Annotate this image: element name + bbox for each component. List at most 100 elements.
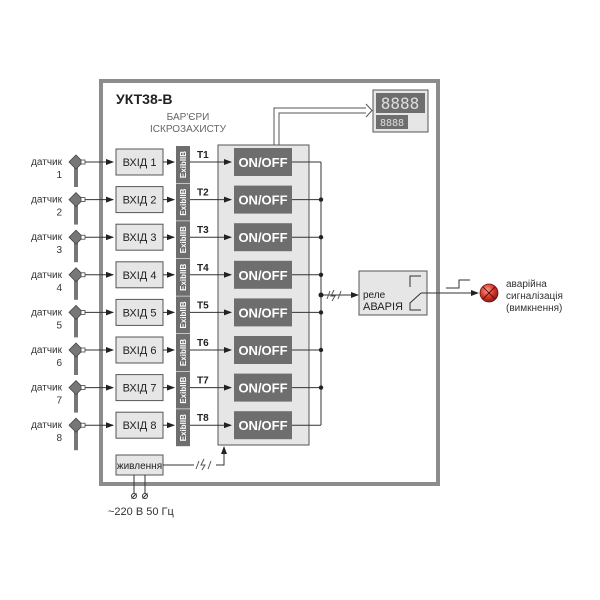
input-label: ВХІД 1 [123,157,157,169]
t-label: T8 [197,413,209,424]
sensor-number: 2 [56,208,62,219]
input-label: ВХІД 5 [123,307,157,319]
onoff-label: ON/OFF [238,305,287,320]
sensor-label: датчик [31,383,63,394]
input-label: ВХІД 6 [123,345,157,357]
display-link-inner [278,112,366,147]
sensor-icon [68,229,86,263]
sensor-label: датчик [31,420,63,431]
display-panel: 8888 8888 [372,89,429,133]
barrier-label: ExibIIB [179,301,188,328]
sensor-icon [68,304,86,338]
onoff-module [234,336,292,364]
power-terminal-1 [131,493,137,499]
barrier-block [176,371,190,409]
alarm-label-3: (вимкнення) [506,303,562,314]
barrier-label: ExibIIB [179,264,188,291]
barrier-label: ExibIIB [179,376,188,403]
barrier-block [176,409,190,447]
isolation-symbol-relay [326,289,342,302]
sensor-label: датчик [31,195,63,206]
onoff-module [234,411,292,440]
relay-contact-icon [409,275,422,311]
isolation-symbol-power [194,458,216,471]
onoff-label: ON/OFF [238,230,287,245]
channel-row-7: датчик 7 ВХІД 7 ExibIIB T7 ON/OFF [31,371,324,413]
sensor-label: датчик [31,232,63,243]
t-label: T5 [197,300,209,311]
bus-junction [318,292,324,298]
sensor-number: 4 [56,283,62,294]
barrier-label: ExibIIB [179,339,188,366]
sensor-number: 3 [56,245,62,256]
onoff-module [234,223,292,252]
onoff-module [234,260,292,289]
barrier-block [176,334,190,371]
power-label: живлення [117,461,162,472]
relay-label-2: АВАРІЯ [363,301,403,313]
barrier-label: ExibIIB [179,188,188,215]
onoff-label: ON/OFF [238,155,287,170]
channel-row-3: датчик 3 ВХІД 3 ExibIIB T3 ON/OFF [31,221,324,263]
barrier-block [176,258,190,296]
onoff-module [234,298,292,327]
sensor-label: датчик [31,270,63,281]
bus-junction [318,385,324,390]
alarm-label-2: сигналізація [506,291,563,302]
input-label: ВХІД 3 [123,232,157,244]
input-label: ВХІД 4 [123,270,157,282]
onoff-module [234,373,292,402]
sensor-icon [68,417,86,451]
bus-junction [318,347,324,353]
power-supply-label: ~220 В 50 Гц [108,506,174,518]
display-bottom-digits: 8888 [380,118,404,129]
barrier-label: ExibIIB [179,414,188,441]
onoff-label: ON/OFF [238,381,287,396]
bus-junction [318,197,324,202]
display-link-outer [273,107,370,147]
barrier-caption-2: ІСКРОЗАХИСТУ [150,124,227,135]
barrier-label: ExibIIB [179,226,188,253]
sensor-icon [68,267,86,300]
input-label: ВХІД 2 [123,195,157,207]
input-box [115,148,164,176]
barrier-block [176,183,190,221]
sensor-label: датчик [31,157,63,168]
onoff-label: ON/OFF [238,193,287,208]
input-label: ВХІД 7 [123,383,157,395]
sensor-number: 6 [56,358,62,369]
power-terminal-2 [142,493,148,499]
step-signal-icon [446,279,470,289]
sensor-number: 7 [56,396,62,407]
sensor-icon [68,154,86,187]
t-label: T3 [197,225,209,236]
barrier-block [176,146,190,183]
sensor-number: 1 [56,170,62,181]
relay-box [358,270,428,316]
t-label: T6 [197,338,209,349]
input-box [115,261,164,289]
alarm-label-1: аварійна [506,279,547,290]
sensor-number: 8 [56,433,62,444]
onoff-module [234,185,292,214]
onoff-module [234,148,292,176]
display-link-arrowhead [365,103,373,118]
input-box [115,298,164,326]
bus-junction [318,272,324,277]
bus-junction [318,310,324,315]
onoff-label: ON/OFF [238,343,287,358]
sensor-label: датчик [31,307,63,318]
sensor-icon [68,380,86,413]
t-label: T7 [197,376,209,387]
t-label: T1 [197,150,209,161]
sensor-icon [68,192,86,225]
barrier-block [176,296,190,334]
display-top-digits: 8888 [381,94,420,113]
power-to-controller-line [163,446,227,466]
